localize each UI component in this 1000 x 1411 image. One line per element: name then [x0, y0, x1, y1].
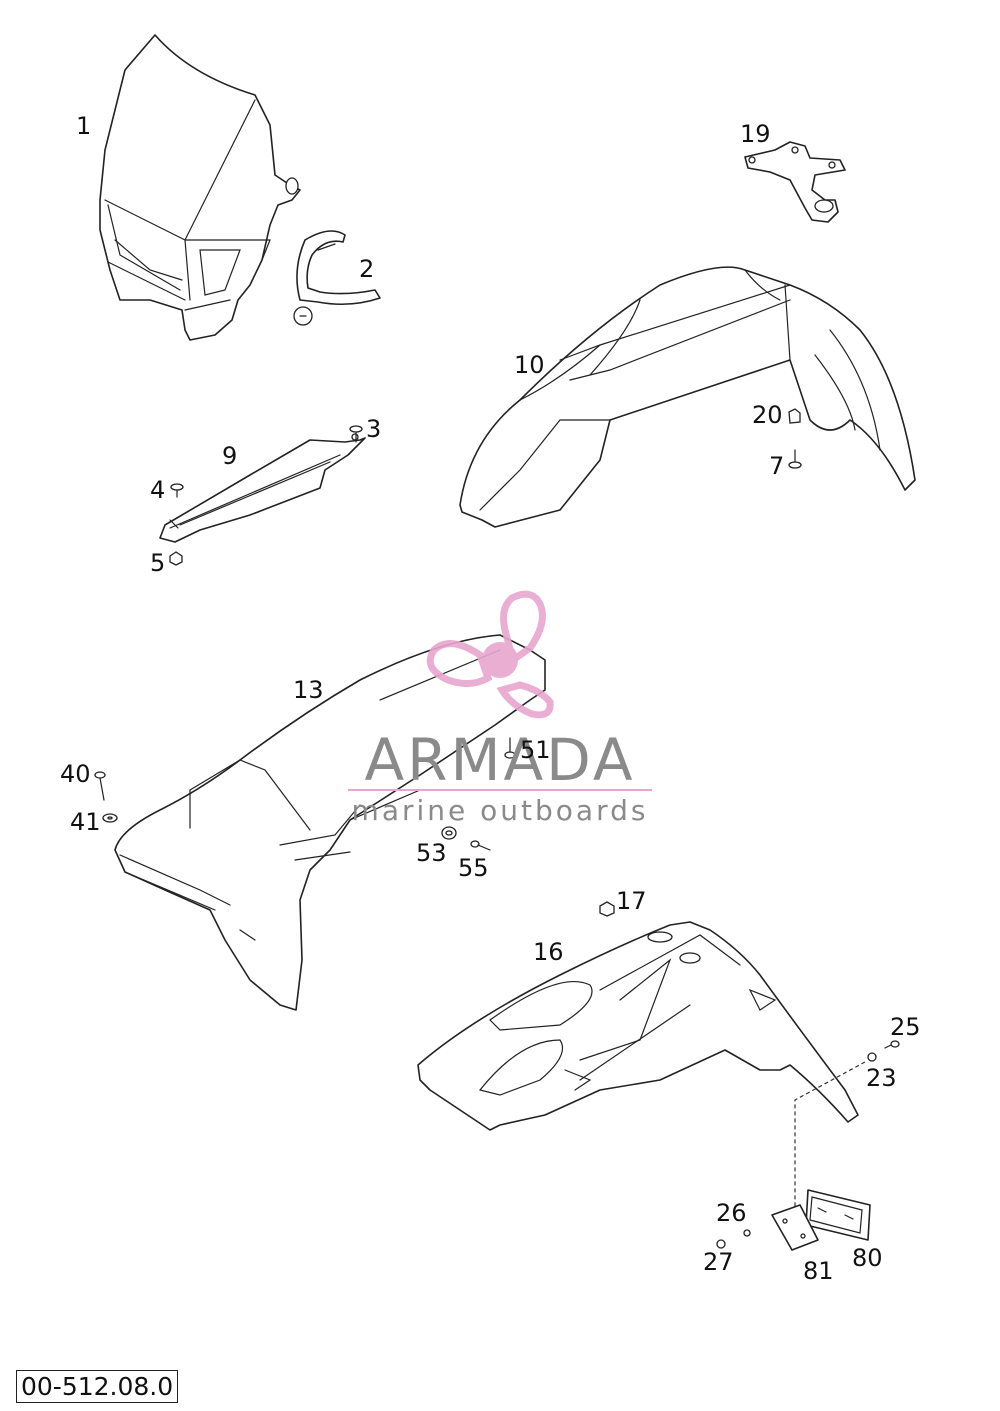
part-bracket — [744, 141, 846, 223]
part-license-bracket — [771, 1204, 819, 1251]
callout-80: 80 — [852, 1244, 883, 1272]
callout-9: 9 — [222, 442, 237, 470]
callout-41: 41 — [70, 808, 101, 836]
fastener-screw-51 — [504, 737, 516, 759]
callout-51: 51 — [520, 736, 551, 764]
callout-10: 10 — [514, 351, 545, 379]
part-clamp — [293, 230, 381, 326]
callout-13: 13 — [293, 676, 324, 704]
callout-53: 53 — [416, 839, 447, 867]
callout-17: 17 — [616, 887, 647, 915]
part-front-fender — [459, 266, 916, 528]
fastener-screw-4 — [170, 483, 184, 498]
fastener-screw-3 — [349, 425, 363, 443]
callout-5: 5 — [150, 549, 165, 577]
callout-3: 3 — [366, 415, 381, 443]
watermark-logo — [426, 590, 554, 719]
fastener-washer-41 — [102, 813, 118, 823]
callout-40: 40 — [60, 760, 91, 788]
callout-23: 23 — [866, 1064, 897, 1092]
propeller-hub — [482, 642, 518, 678]
fastener-nut-20 — [788, 408, 801, 424]
fastener-screw-25 — [884, 1040, 900, 1049]
watermark-tagline: marine outboards — [352, 794, 649, 827]
part-headlight-mask — [99, 34, 301, 341]
callout-25: 25 — [890, 1013, 921, 1041]
callout-27: 27 — [703, 1248, 734, 1276]
fastener-nut-5 — [169, 551, 183, 566]
fastener-washer-26 — [743, 1229, 751, 1237]
fastener-washer-23 — [867, 1052, 877, 1062]
callout-20: 20 — [752, 401, 783, 429]
fastener-grommet-53 — [441, 826, 457, 840]
watermark-brand: ARMADA — [364, 726, 635, 794]
part-rear-fender — [114, 634, 546, 1011]
reference-code: 00-512.08.0 — [16, 1370, 179, 1403]
callout-7: 7 — [769, 452, 784, 480]
fastener-nut-27 — [716, 1239, 726, 1249]
callout-16: 16 — [533, 938, 564, 966]
callout-81: 81 — [803, 1257, 834, 1285]
callout-2: 2 — [359, 255, 374, 283]
callout-4: 4 — [150, 476, 165, 504]
callout-26: 26 — [716, 1199, 747, 1227]
callout-1: 1 — [76, 112, 91, 140]
callout-19: 19 — [740, 120, 771, 148]
propeller-blade-top — [500, 590, 546, 666]
part-chain-guide — [159, 433, 366, 543]
part-rear-fender-16 — [417, 921, 859, 1131]
propeller-blade-right — [496, 681, 554, 719]
part-reflector — [805, 1189, 871, 1241]
fastener-screw-55 — [470, 840, 491, 851]
callout-55: 55 — [458, 854, 489, 882]
fastener-screw-7 — [788, 449, 802, 469]
fastener-bolt-40 — [94, 771, 106, 801]
fastener-nut-17 — [599, 901, 615, 917]
propeller-blade-left — [426, 640, 493, 687]
